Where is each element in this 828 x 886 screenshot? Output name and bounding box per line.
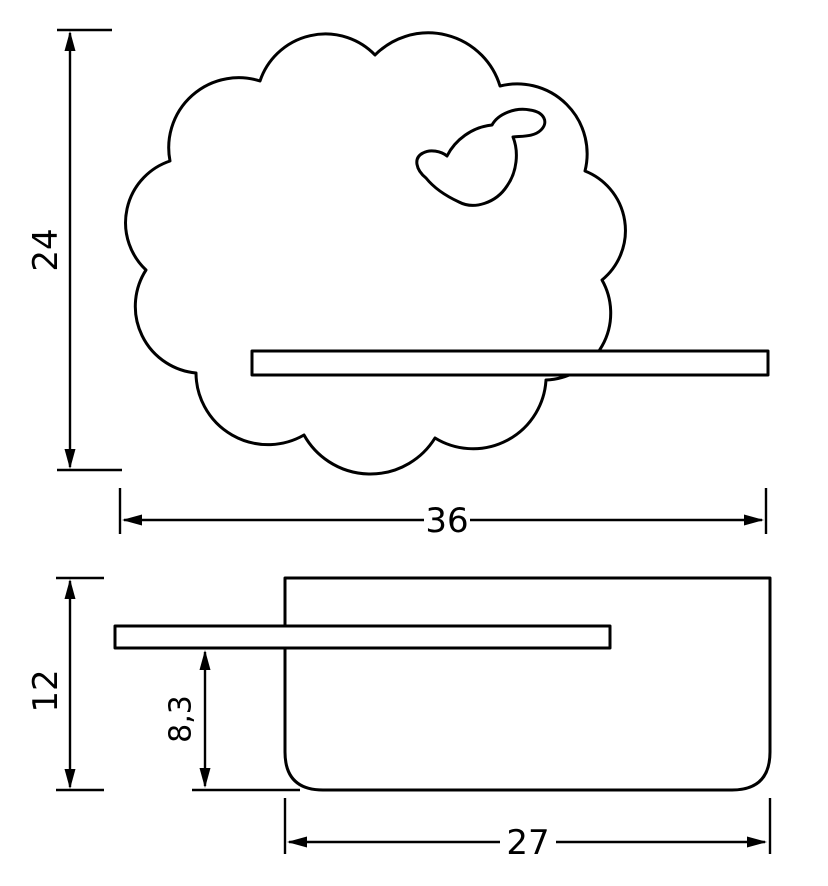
- arrowhead-up: [64, 31, 76, 51]
- arrowhead-down: [64, 449, 76, 469]
- front-view: [124, 31, 770, 476]
- dimension-label-front-width: 36: [425, 501, 468, 541]
- shelf-side-view: [113, 624, 612, 650]
- dimension-shelf-height: 8,3: [164, 650, 300, 792]
- dimension-side-height: 12: [26, 576, 104, 792]
- sheep-head-icon: [415, 107, 547, 207]
- arrowhead-left: [287, 836, 307, 848]
- shelf-front-view: [250, 349, 770, 377]
- arrowhead-down: [199, 768, 211, 788]
- arrowhead-up: [199, 650, 211, 670]
- dimension-front-height: 24: [26, 28, 122, 472]
- arrowhead-down: [64, 769, 76, 789]
- arrowhead-up: [64, 579, 76, 599]
- side-view: [113, 576, 772, 792]
- dimension-label-side-height: 12: [26, 669, 66, 712]
- arrowhead-left: [122, 514, 142, 526]
- dimension-side-depth: 27: [283, 798, 772, 863]
- dimension-label-front-height: 24: [26, 228, 66, 271]
- dimension-front-width: 36: [118, 488, 768, 541]
- arrowhead-right: [744, 514, 764, 526]
- dimension-label-side-depth: 27: [506, 823, 549, 863]
- cloud-outline: [124, 31, 627, 476]
- dimension-label-shelf-height: 8,3: [164, 695, 199, 743]
- arrowhead-right: [747, 836, 767, 848]
- body-side-view: [283, 576, 772, 792]
